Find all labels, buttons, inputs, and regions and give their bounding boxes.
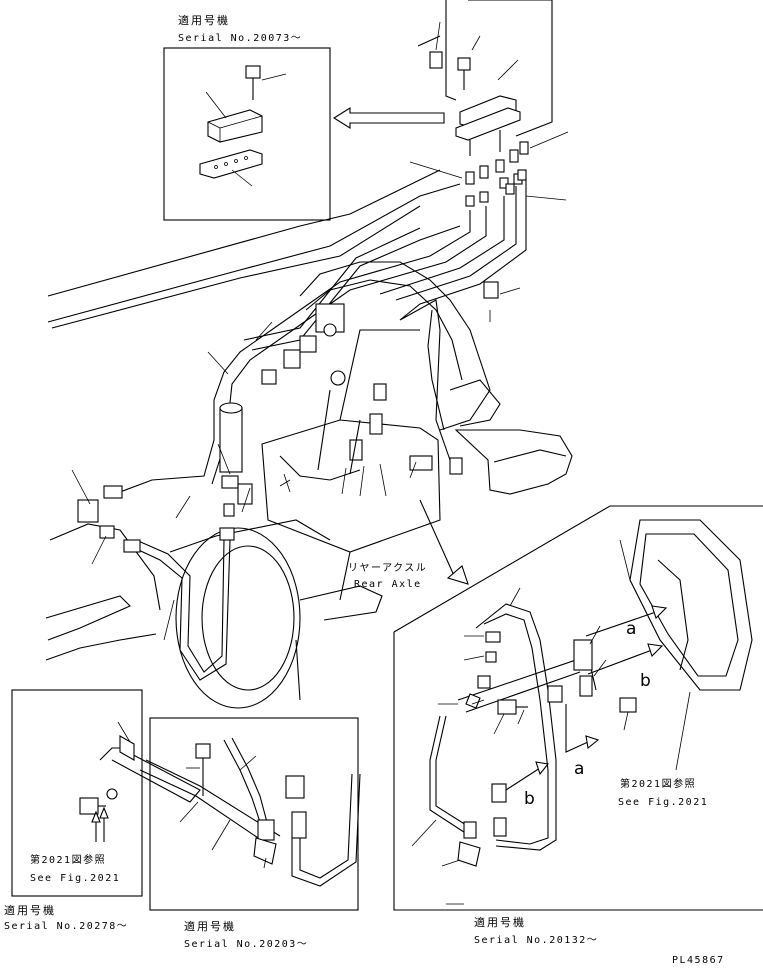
- br-inset-title: 適用号機: [474, 916, 526, 929]
- arrow-to-right-inset: [419, 499, 457, 581]
- rear-axle-label-jp: リヤーアクスル: [348, 563, 428, 574]
- inset-box-bottom-right: [393, 505, 763, 911]
- inset-box-top: [163, 47, 331, 221]
- bl-inset-serial: Serial No.20278～: [4, 921, 129, 932]
- machine-frame: [45, 169, 573, 709]
- bl-see-figure-jp: 第2021図参照: [30, 855, 107, 866]
- bm-inset-title: 適用号機: [184, 920, 236, 933]
- view-b-label: b: [640, 671, 651, 691]
- br-inset-serial: Serial No.20132～: [474, 935, 599, 946]
- view-a-label-2: a: [574, 759, 585, 779]
- arrow-to-top-inset: [332, 107, 445, 129]
- rear-axle-label-en: Rear Axle: [354, 579, 422, 590]
- inset-box-bottom-left: [11, 689, 201, 897]
- view-b-label-2: b: [524, 789, 535, 809]
- br-see-figure-jp: 第2021図参照: [620, 779, 697, 790]
- valve-bracket-detail: [409, 0, 569, 207]
- drawing-code: PL45867: [672, 955, 725, 966]
- bl-see-figure-en: See Fig.2021: [30, 873, 121, 884]
- hydraulic-pipes: [71, 178, 527, 681]
- bm-inset-serial: Serial No.20203～: [184, 939, 309, 950]
- view-a-label: a: [626, 619, 637, 639]
- bl-inset-title: 適用号機: [4, 904, 56, 917]
- inset-box-bottom-middle: [139, 717, 361, 911]
- top-inset-serial: Serial No.20073～: [178, 33, 303, 44]
- top-inset-title: 適用号機: [178, 14, 230, 27]
- br-see-figure-en: See Fig.2021: [618, 797, 709, 808]
